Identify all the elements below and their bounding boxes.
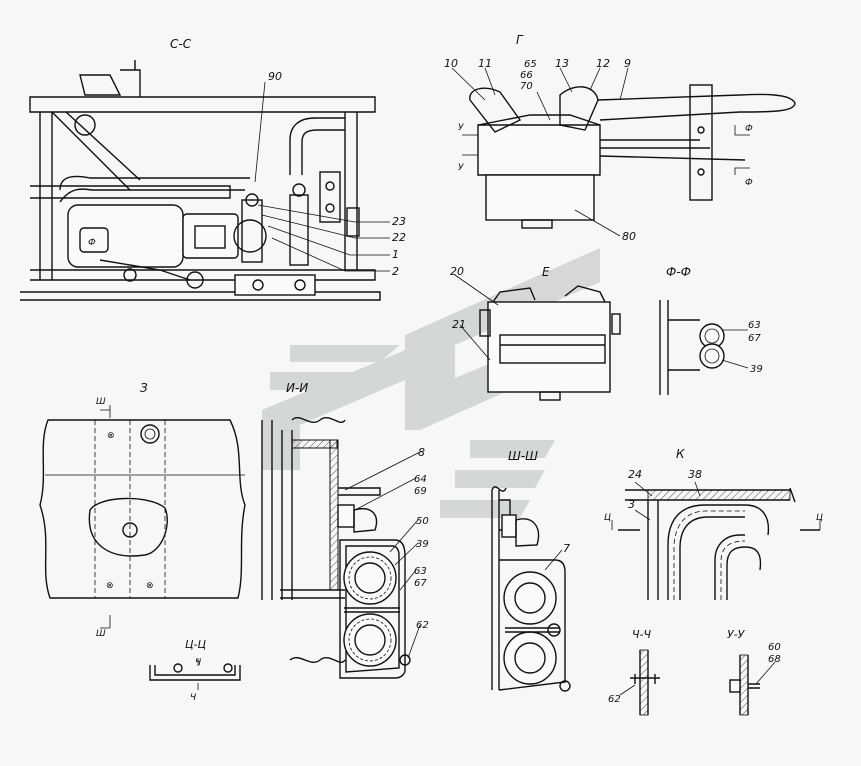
view-z: З ⊗ ⊗ ⊗ Ш Ш	[39, 381, 246, 639]
view-z-title: З	[140, 381, 148, 395]
callout-shsh-7: 7	[563, 542, 570, 555]
cut-f-bottom: Ф	[745, 178, 753, 188]
callout-g-80: 80	[622, 230, 636, 243]
callout-uu-68: 68	[768, 654, 781, 665]
callout-k-24: 24	[628, 468, 642, 481]
callout-g-66: 66	[520, 70, 533, 81]
view-shsh-title: Ш-Ш	[508, 449, 538, 463]
view-ii: И-И 8 64 69 50 39 63 67	[261, 381, 429, 679]
callout-k-38: 38	[688, 468, 702, 481]
frame-top-beam	[29, 96, 376, 113]
callout-ii-62: 62	[416, 620, 429, 631]
cut-ch-bottom: Ч	[190, 693, 196, 703]
callout-ff-67: 67	[748, 333, 761, 344]
heater-motor	[182, 213, 239, 259]
cut-f-top: Ф	[745, 124, 753, 134]
callout-k-3: 3	[628, 498, 635, 511]
callout-chch-62: 62	[608, 694, 621, 705]
callout-ii-63: 63	[414, 566, 427, 577]
view-ff-title: Ф-Ф	[666, 265, 691, 279]
callout-g-11: 11	[478, 57, 492, 70]
callout-ii-64: 64	[414, 474, 427, 485]
cutout-oval	[88, 497, 168, 557]
svg-text:⊗: ⊗	[107, 431, 115, 441]
callout-cc-22: 22	[392, 231, 406, 244]
callout-cc-90: 90	[268, 70, 282, 83]
view-e: Е 20 21	[450, 265, 621, 401]
view-g: Г Ф Ф У У 10 11 65 66 70 13 12	[444, 33, 796, 243]
hose-bottom-shsh	[503, 631, 557, 685]
callout-ii-39: 39	[416, 539, 429, 550]
hose-clip	[339, 539, 406, 679]
view-chch: Ч-Ч 62	[608, 628, 660, 716]
callout-g-13: 13	[555, 57, 569, 70]
svg-text:⊗: ⊗	[106, 581, 114, 591]
callout-ii-67: 67	[414, 578, 427, 589]
cut-sh-top: Ш	[96, 397, 106, 407]
hose-bracket	[689, 84, 713, 201]
callout-ii-50: 50	[416, 516, 429, 527]
nozzle-right	[559, 86, 599, 131]
view-chch-title: Ч-Ч	[632, 628, 652, 641]
view-cc: С-С Ф	[20, 37, 406, 301]
hose-section-bottom	[699, 343, 725, 369]
view-k: К Ц Ц 24 38 3	[604, 447, 823, 600]
cut-ts-right: Ц	[816, 513, 823, 523]
heater-top-unit	[477, 124, 601, 176]
view-uu-title: У-У	[727, 628, 746, 641]
hose-bottom	[343, 613, 397, 667]
view-cc-title: С-С	[170, 37, 192, 51]
view-e-title: Е	[542, 265, 550, 279]
view-ii-title: И-И	[286, 381, 308, 395]
callout-e-21: 21	[452, 318, 466, 331]
heater-body	[67, 204, 184, 268]
cut-u-top: У	[458, 123, 464, 133]
callout-ii-8: 8	[418, 446, 425, 459]
valve-base	[234, 274, 316, 296]
cut-u-bottom: У	[458, 163, 464, 173]
callout-uu-60: 60	[768, 642, 781, 653]
callout-ii-69: 69	[414, 486, 427, 497]
hose-top	[343, 551, 397, 605]
view-k-title: К	[676, 447, 685, 461]
wall-left	[261, 420, 273, 600]
callout-cc-2: 2	[392, 265, 399, 278]
callout-g-10: 10	[444, 57, 458, 70]
callout-g-12: 12	[596, 57, 610, 70]
hose-top-shsh	[503, 571, 557, 625]
view-tsts: Ц-Ц Ч Ч	[149, 638, 241, 703]
callout-e-20: 20	[450, 265, 464, 278]
plate-outline	[39, 419, 246, 599]
callout-ff-63: 63	[748, 320, 761, 331]
cut-sh-bottom: Ш	[96, 629, 106, 639]
callout-g-65: 65	[524, 59, 537, 70]
callout-g-70: 70	[520, 81, 533, 92]
view-shsh: Ш-Ш 7	[491, 449, 571, 692]
callout-cc-23: 23	[392, 215, 406, 228]
view-ff: Ф-Ф 63 67 39	[659, 265, 763, 395]
heater-lower-unit	[485, 174, 595, 221]
nozzle-left	[469, 87, 522, 133]
callout-ff-39: 39	[750, 364, 763, 375]
svg-text:⊗: ⊗	[146, 581, 154, 591]
view-uu: У-У 60 68	[727, 628, 781, 716]
view-g-title: Г	[516, 33, 524, 47]
svg-text:Ф: Ф	[88, 238, 96, 248]
cut-ch-top: Ч	[195, 658, 201, 668]
heater-side-view	[487, 301, 611, 393]
cut-ts-left: Ц	[604, 513, 611, 523]
view-tsts-title: Ц-Ц	[185, 638, 207, 651]
hose-clip-shsh	[498, 559, 566, 691]
callout-cc-1: 1	[392, 248, 399, 261]
callout-g-9: 9	[624, 57, 631, 70]
